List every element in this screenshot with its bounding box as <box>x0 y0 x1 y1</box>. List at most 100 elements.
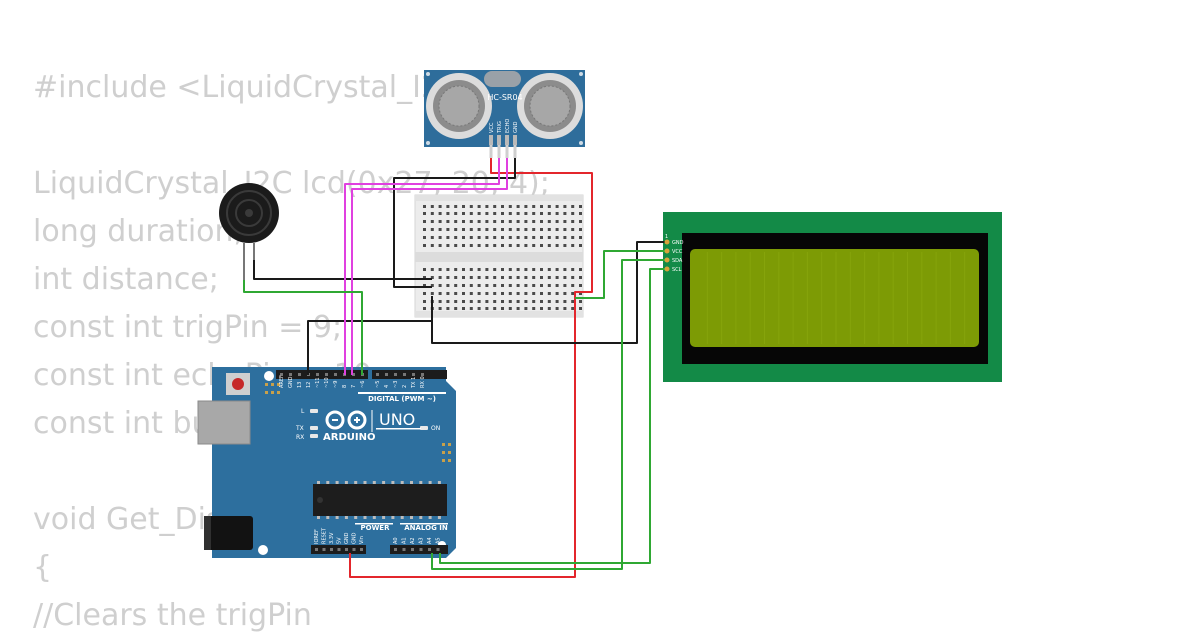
header-pin[interactable] <box>325 373 328 376</box>
top-pin-label: ~3 <box>393 381 399 388</box>
header-pin[interactable] <box>337 548 341 551</box>
header-pin[interactable] <box>394 373 397 376</box>
power-jack <box>204 516 253 550</box>
header-pin[interactable] <box>345 548 348 551</box>
microcontroller-chip <box>313 484 447 516</box>
sensor-pin-label: TRIG <box>497 121 503 134</box>
breadboard[interactable] <box>414 194 584 318</box>
header-pin[interactable] <box>385 373 388 376</box>
sensor-pin-label: ECHO <box>505 119 511 133</box>
lcd-character-grid <box>706 252 966 344</box>
header-pin[interactable] <box>421 373 424 376</box>
top-pin-label: TX 1 <box>411 377 417 389</box>
lcd-pin1-label: 1 <box>665 234 668 240</box>
header-pin[interactable] <box>334 373 337 376</box>
led-on <box>420 426 428 430</box>
header-pin[interactable] <box>322 548 326 551</box>
header-pin[interactable] <box>316 373 319 376</box>
bottom-pin-label: A1 <box>402 537 408 544</box>
analog-header-label: ANALOG IN <box>404 524 448 532</box>
bottom-pin-label: 3.3V <box>329 532 335 544</box>
header-pin[interactable] <box>280 373 283 376</box>
header-pin[interactable] <box>436 548 440 551</box>
code-line: { <box>33 550 53 585</box>
code-line: const int trigPin = 9; <box>33 310 343 345</box>
top-pin-label: 13 <box>297 382 303 388</box>
transducer-right <box>517 73 583 139</box>
header-pin[interactable] <box>315 548 318 551</box>
led-l-label: L <box>301 408 305 415</box>
header-pin[interactable] <box>402 548 406 551</box>
top-pin-label: ~11 <box>315 377 321 388</box>
brand-label: ARDUINO <box>323 432 375 443</box>
bottom-pin-label: GND <box>344 532 350 544</box>
sensor-model-label: HC-SR04 <box>487 93 522 102</box>
wire-buzzer-signal[interactable] <box>243 280 363 375</box>
header-pin[interactable] <box>330 548 333 551</box>
header-pin[interactable] <box>428 548 431 551</box>
buzzer[interactable] <box>219 183 279 280</box>
lcd-pin-label: SCL <box>672 267 682 273</box>
wire-gnd-arduino[interactable] <box>307 296 433 375</box>
bottom-pin-label: A5 <box>436 537 442 544</box>
led-tx-label: TX <box>295 425 304 432</box>
top-pin-label: 7 <box>351 385 357 388</box>
sensor-pin-label: VCC <box>489 122 495 133</box>
wire-lcd-vcc[interactable] <box>575 250 668 299</box>
led-l <box>310 409 318 413</box>
wire-gnd-sensor[interactable] <box>393 158 516 288</box>
top-pin-label: 12 <box>306 382 312 388</box>
top-pin-label: ~5 <box>375 381 381 388</box>
lcd-pin-scl[interactable] <box>664 266 670 272</box>
usb-port <box>198 401 250 444</box>
top-pin-label: 8 <box>342 385 348 388</box>
wire-lcd-gnd[interactable] <box>431 241 668 344</box>
lcd-display[interactable] <box>663 212 1002 382</box>
wire-scl[interactable] <box>439 268 668 564</box>
lcd-pin-sda[interactable] <box>664 257 670 263</box>
top-pin-label: RX 0 <box>420 376 426 388</box>
header-pin[interactable] <box>403 373 406 376</box>
bottom-pin-label: A0 <box>393 537 399 544</box>
lcd-pin-label: VCC <box>672 249 683 255</box>
header-pin[interactable] <box>298 373 301 376</box>
header-pin[interactable] <box>419 548 423 551</box>
wire-trig[interactable] <box>344 158 500 375</box>
header-pin[interactable] <box>411 548 414 551</box>
bottom-pin-label: A4 <box>427 537 433 544</box>
header-pin[interactable] <box>352 548 356 551</box>
bottom-pin-label: RESET <box>322 527 328 544</box>
top-pin-label: 2 <box>402 385 408 388</box>
top-pin-label: AREF <box>279 375 285 388</box>
bottom-pin-label: 5V <box>337 537 343 544</box>
wire-echo[interactable] <box>351 158 508 375</box>
lcd-pin-vcc[interactable] <box>664 248 670 254</box>
arduino-logo: ARDUINO <box>323 410 375 443</box>
header-pin[interactable] <box>376 373 379 376</box>
digital-header-label: DIGITAL (PWM ~) <box>368 395 436 403</box>
wire-buzzer-gnd[interactable] <box>253 260 432 280</box>
bottom-pin-label: A3 <box>419 537 425 544</box>
top-pin-label: ~9 <box>333 381 339 388</box>
wire-sda[interactable] <box>431 259 668 570</box>
header-pin[interactable] <box>394 548 397 551</box>
header-pin[interactable] <box>289 373 292 376</box>
power-header-label: POWER <box>361 524 391 532</box>
breadboard-holes <box>423 205 582 310</box>
wires <box>243 145 668 578</box>
header-pin[interactable] <box>352 373 355 376</box>
header-pin[interactable] <box>360 548 363 551</box>
lcd-pin-gnd[interactable] <box>664 239 670 245</box>
led-rx <box>310 434 318 438</box>
header-pin[interactable] <box>412 373 415 376</box>
code-line: //Clears the trigPin <box>33 598 312 633</box>
bottom-pin-label: GND <box>352 532 358 544</box>
bottom-pin-label: A2 <box>410 537 416 544</box>
bottom-pin-label: Vin <box>359 536 365 544</box>
code-line: int distance; <box>33 262 219 297</box>
model-label: UNO <box>379 410 415 429</box>
